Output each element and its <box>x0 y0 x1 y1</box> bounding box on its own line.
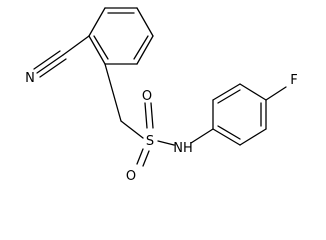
bond <box>157 140 175 146</box>
bond <box>120 120 144 139</box>
bond <box>212 128 241 146</box>
bond <box>62 35 90 56</box>
bond <box>217 89 241 104</box>
bond <box>33 50 61 70</box>
bond <box>190 128 214 144</box>
bond <box>212 83 241 101</box>
bond <box>39 58 67 78</box>
fluorine-label: F <box>290 73 297 88</box>
bond <box>136 7 154 37</box>
bond <box>150 102 154 129</box>
bond <box>265 86 287 101</box>
sulfur-label: S <box>146 134 154 149</box>
sulfonyl-oxygen-bottom-label: O <box>126 169 136 184</box>
bond <box>93 35 109 60</box>
bond <box>217 125 241 140</box>
bonds <box>33 7 287 167</box>
bond <box>239 83 267 101</box>
bond <box>136 35 154 65</box>
bond <box>88 7 106 37</box>
structure-diagram: N O S O NH F <box>25 7 298 184</box>
molecule-drawing: N O S O NH F <box>25 7 298 184</box>
bond <box>36 54 64 74</box>
bond <box>136 148 144 165</box>
bond <box>239 128 267 146</box>
sulfonyl-oxygen-top-label: O <box>142 89 152 104</box>
bond <box>88 35 106 65</box>
bond <box>144 102 148 129</box>
nitrile-nitrogen-label: N <box>25 71 35 86</box>
bond <box>104 63 122 122</box>
bond <box>142 150 150 167</box>
amide-nh-label: NH <box>173 141 193 156</box>
bond <box>133 35 149 60</box>
atom-labels: N O S O NH F <box>25 71 298 184</box>
